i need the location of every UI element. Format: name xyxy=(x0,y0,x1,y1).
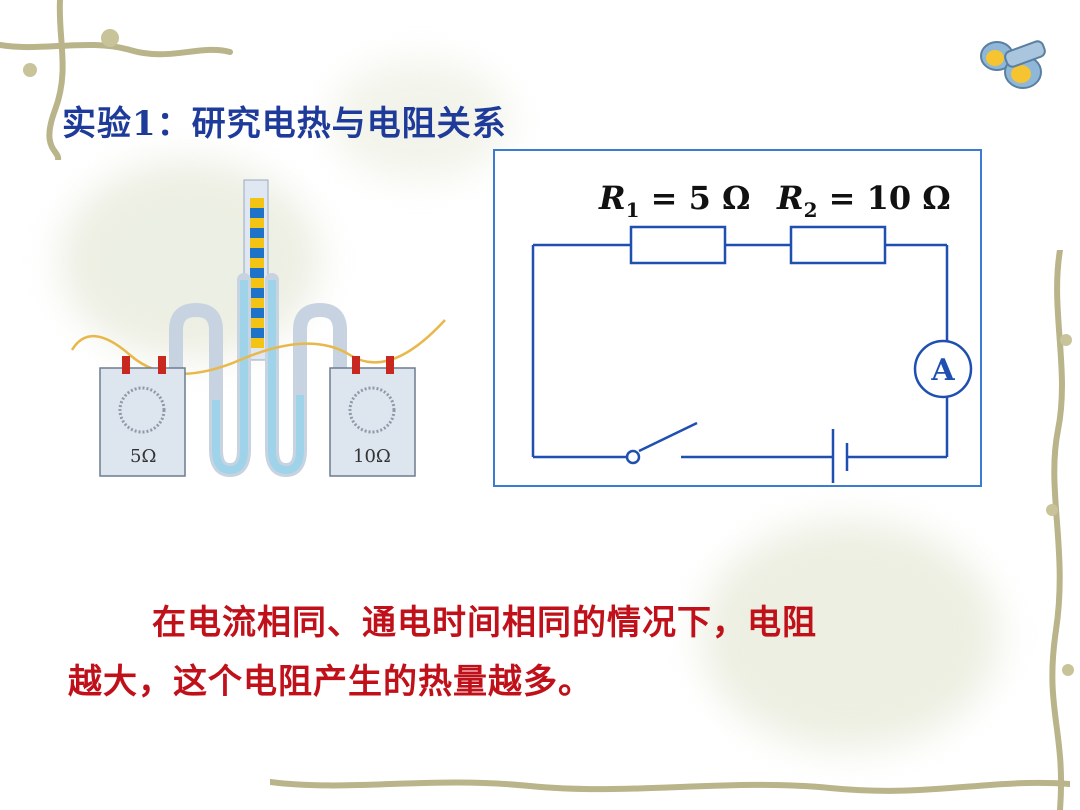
switch-lever xyxy=(638,421,698,453)
left-resistor-label: 5Ω xyxy=(130,446,156,467)
background-blob xyxy=(700,520,1000,750)
ammeter-icon xyxy=(913,339,973,399)
right-vine-decoration xyxy=(1046,250,1074,810)
top-left-vine-decoration xyxy=(0,0,233,160)
r1-label: R1 = 5 Ω xyxy=(598,179,751,222)
r2-value: = 10 Ω xyxy=(818,179,951,217)
r2-label: R2 = 10 Ω xyxy=(776,179,951,222)
circuit-diagram-frame: R1 = 5 Ω R2 = 10 Ω A xyxy=(493,149,982,487)
circuit-diagram: R1 = 5 Ω R2 = 10 Ω A xyxy=(531,179,973,483)
r1-symbol: R xyxy=(598,179,626,217)
right-resistor-label: 10Ω xyxy=(353,446,391,467)
conclusion-line-2: 越大，这个电阻产生的热量越多。 xyxy=(68,662,593,702)
r2-subscript: 2 xyxy=(804,198,818,222)
conclusion-line-1: 在电流相同、通电时间相同的情况下，电阻 xyxy=(152,603,817,643)
ammeter-label: A xyxy=(930,353,955,388)
resistor-r2 xyxy=(789,225,887,265)
apparatus-illustration: 5Ω 10Ω xyxy=(70,179,446,478)
r1-value: = 5 Ω xyxy=(640,179,751,217)
r2-symbol: R xyxy=(776,179,804,217)
r1-subscript: 1 xyxy=(626,198,640,222)
switch-pivot xyxy=(625,449,641,465)
slide-title: 实验1：研究电热与电阻关系 xyxy=(62,104,507,144)
bottom-vine-decoration xyxy=(270,779,1070,794)
resistor-r1 xyxy=(629,225,727,265)
background-blob xyxy=(330,60,510,180)
binoculars-icon xyxy=(980,40,1046,89)
scale-stripes xyxy=(250,198,264,348)
